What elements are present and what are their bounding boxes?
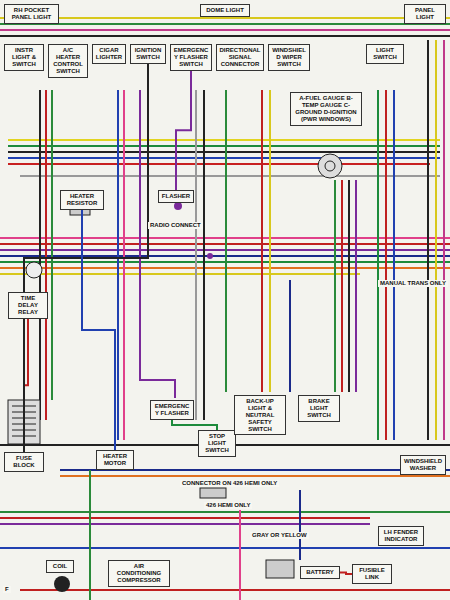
component-box: STOP LIGHT SWITCH — [198, 430, 236, 457]
component-label: A/C HEATER CONTROL SWITCH — [51, 47, 85, 75]
component-box: FUSIBLE LINK — [352, 564, 392, 584]
wire-connector — [82, 210, 115, 450]
component-label: BACK-UP LIGHT & NEUTRAL SAFETY SWITCH — [237, 398, 283, 432]
component-box: IGNITION SWITCH — [130, 44, 166, 64]
component-box: DIRECTIONAL SIGNAL CONNECTOR — [216, 44, 264, 71]
component-box: BATTERY — [300, 566, 340, 579]
component-label: DOME LIGHT — [203, 7, 247, 14]
component-label: FLASHER — [161, 193, 191, 200]
note-label: GRAY OR YELLOW — [250, 532, 309, 539]
component-label: LIGHT SWITCH — [369, 47, 401, 61]
note-label: CONNECTOR ON 426 HEMI ONLY — [180, 480, 279, 487]
component-label: RH POCKET PANEL LIGHT — [7, 7, 56, 21]
wire-connector — [176, 71, 191, 190]
component-label: WINDSHIELD WASHER — [403, 458, 443, 472]
component-box: HEATER RESISTOR — [60, 190, 104, 210]
component-label: TIME DELAY RELAY — [11, 295, 45, 316]
component-label: HEATER MOTOR — [99, 453, 131, 467]
component-box: DOME LIGHT — [200, 4, 250, 17]
wire-connector — [340, 572, 352, 573]
component-label: FUSE BLOCK — [7, 455, 41, 469]
component-box: EMERGENCY FLASHER SWITCH — [170, 44, 212, 71]
component-box: FLASHER — [158, 190, 194, 203]
component-label: WINDSHIELD WIPER SWITCH — [271, 47, 307, 68]
component-label: DIRECTIONAL SIGNAL CONNECTOR — [219, 47, 261, 68]
component-box: A-FUEL GAUGE B-TEMP GAUGE C-GROUND D-IGN… — [290, 92, 362, 126]
component-label: LH FENDER INDICATOR — [381, 529, 421, 543]
component-label: BRAKE LIGHT SWITCH — [301, 398, 337, 419]
component-box: INSTR LIGHT & SWITCH — [4, 44, 44, 71]
component-label: STOP LIGHT SWITCH — [201, 433, 233, 454]
component-box: BRAKE LIGHT SWITCH — [298, 395, 340, 422]
component-label: INSTR LIGHT & SWITCH — [7, 47, 41, 68]
note-label: 426 HEMI ONLY — [204, 502, 252, 509]
note-label: MANUAL TRANS ONLY — [378, 280, 448, 287]
component-label: EMERGENCY FLASHER SWITCH — [173, 47, 209, 68]
component-label: PANEL LIGHT — [407, 7, 443, 21]
component-label: COIL — [49, 563, 71, 570]
component-box: HEATER MOTOR — [96, 450, 134, 470]
component-box: WINDSHIELD WASHER — [400, 455, 446, 475]
component-label: CIGAR LIGHTER — [95, 47, 123, 61]
wire-connector — [24, 64, 148, 452]
component-box: WINDSHIELD WIPER SWITCH — [268, 44, 310, 71]
component-box: COIL — [46, 560, 74, 573]
component-box: FUSE BLOCK — [4, 452, 44, 472]
component-box: LH FENDER INDICATOR — [378, 526, 424, 546]
component-label: FUSIBLE LINK — [355, 567, 389, 581]
component-box: CIGAR LIGHTER — [92, 44, 126, 64]
component-label: A-FUEL GAUGE B-TEMP GAUGE C-GROUND D-IGN… — [293, 95, 359, 123]
component-box: LIGHT SWITCH — [366, 44, 404, 64]
component-label: AIR CONDITIONING COMPRESSOR — [111, 563, 167, 584]
component-box: PANEL LIGHT — [404, 4, 446, 24]
component-box: RH POCKET PANEL LIGHT — [4, 4, 59, 24]
note-label: F — [3, 586, 11, 593]
component-box: TIME DELAY RELAY — [8, 292, 48, 319]
component-box: A/C HEATER CONTROL SWITCH — [48, 44, 88, 78]
component-label: IGNITION SWITCH — [133, 47, 163, 61]
component-label: EMERGENCY FLASHER — [153, 403, 191, 417]
component-label: HEATER RESISTOR — [63, 193, 101, 207]
component-box: AIR CONDITIONING COMPRESSOR — [108, 560, 170, 587]
component-box: EMERGENCY FLASHER — [150, 400, 194, 420]
wire-connector — [172, 420, 217, 430]
note-label: RADIO CONNECT — [148, 222, 203, 229]
component-label: BATTERY — [303, 569, 337, 576]
component-box: BACK-UP LIGHT & NEUTRAL SAFETY SWITCH — [234, 395, 286, 435]
